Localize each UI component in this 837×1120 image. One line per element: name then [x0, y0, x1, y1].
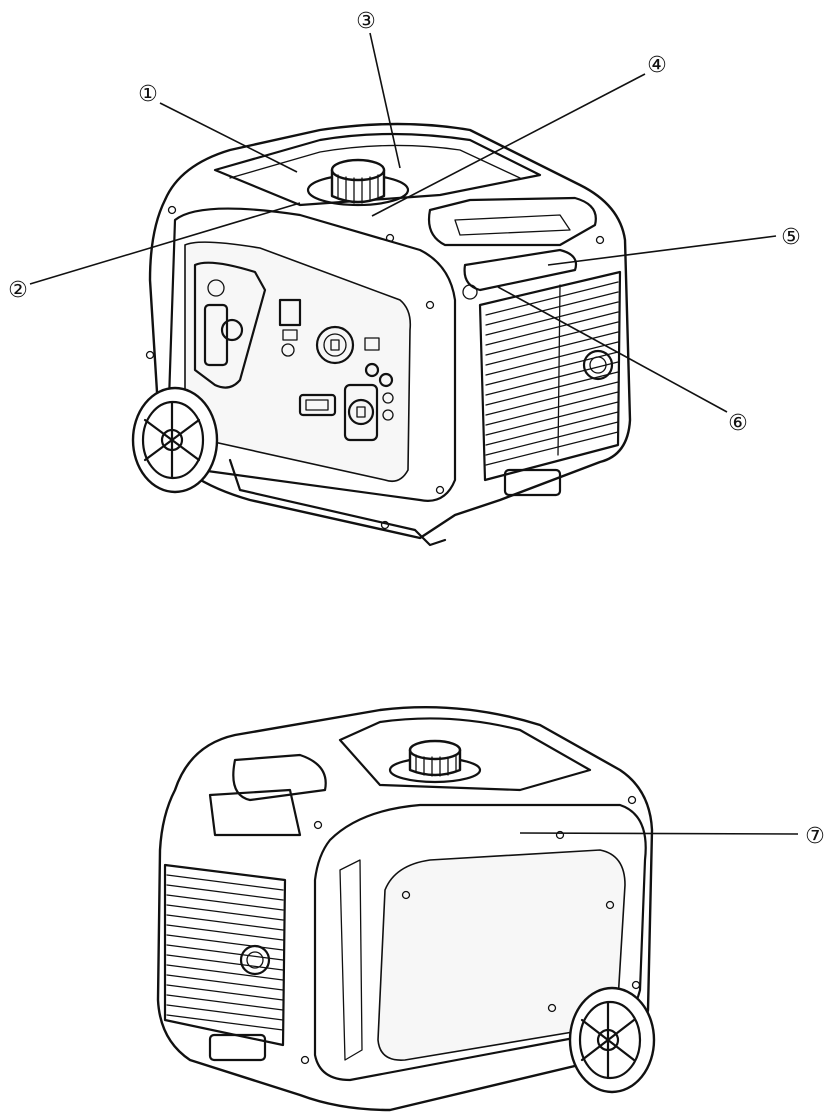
callout-3-label: ③ — [356, 9, 376, 34]
callout-5-label: ⑤ — [781, 225, 801, 250]
ac-outlet-1 — [315, 325, 355, 365]
generator-front-view — [131, 122, 632, 547]
top-carry-handle — [427, 196, 597, 247]
side-handle — [463, 248, 578, 292]
screws-front — [145, 205, 605, 530]
callout-4-label: ④ — [647, 53, 667, 78]
top-tray — [213, 132, 542, 207]
callout-6: ⑥ — [728, 411, 748, 436]
indicator-lights — [278, 298, 302, 327]
callout-2-label: ② — [8, 278, 28, 303]
top-carry-handle-rear — [232, 753, 327, 802]
engine-switch — [203, 303, 229, 367]
fuel-cap — [306, 158, 410, 207]
bottom-vent — [503, 468, 562, 497]
screws-rear — [300, 795, 641, 1065]
rear-vent-grille — [163, 863, 287, 1047]
wheel-rear — [568, 986, 656, 1094]
leader-lines — [29, 32, 799, 835]
ac-outlet-2 — [343, 383, 379, 442]
callout-6-label: ⑥ — [728, 411, 748, 436]
usb-port — [298, 393, 337, 417]
callout-3: ③ — [356, 9, 376, 34]
callout-7: ⑦ — [805, 824, 825, 849]
wheel-front — [131, 386, 219, 494]
top-tray-rear — [338, 717, 592, 792]
callout-5: ⑤ — [781, 225, 801, 250]
callout-4: ④ — [647, 53, 667, 78]
callout-1-label: ① — [138, 82, 158, 107]
callout-7-label: ⑦ — [805, 824, 825, 849]
callout-1: ① — [138, 82, 158, 107]
fuel-cap-rear — [388, 739, 482, 784]
bottom-vent-rear — [208, 1033, 267, 1062]
generator-rear-view — [156, 705, 656, 1112]
side-vent-grille — [478, 270, 622, 482]
callout-2: ② — [8, 278, 28, 303]
